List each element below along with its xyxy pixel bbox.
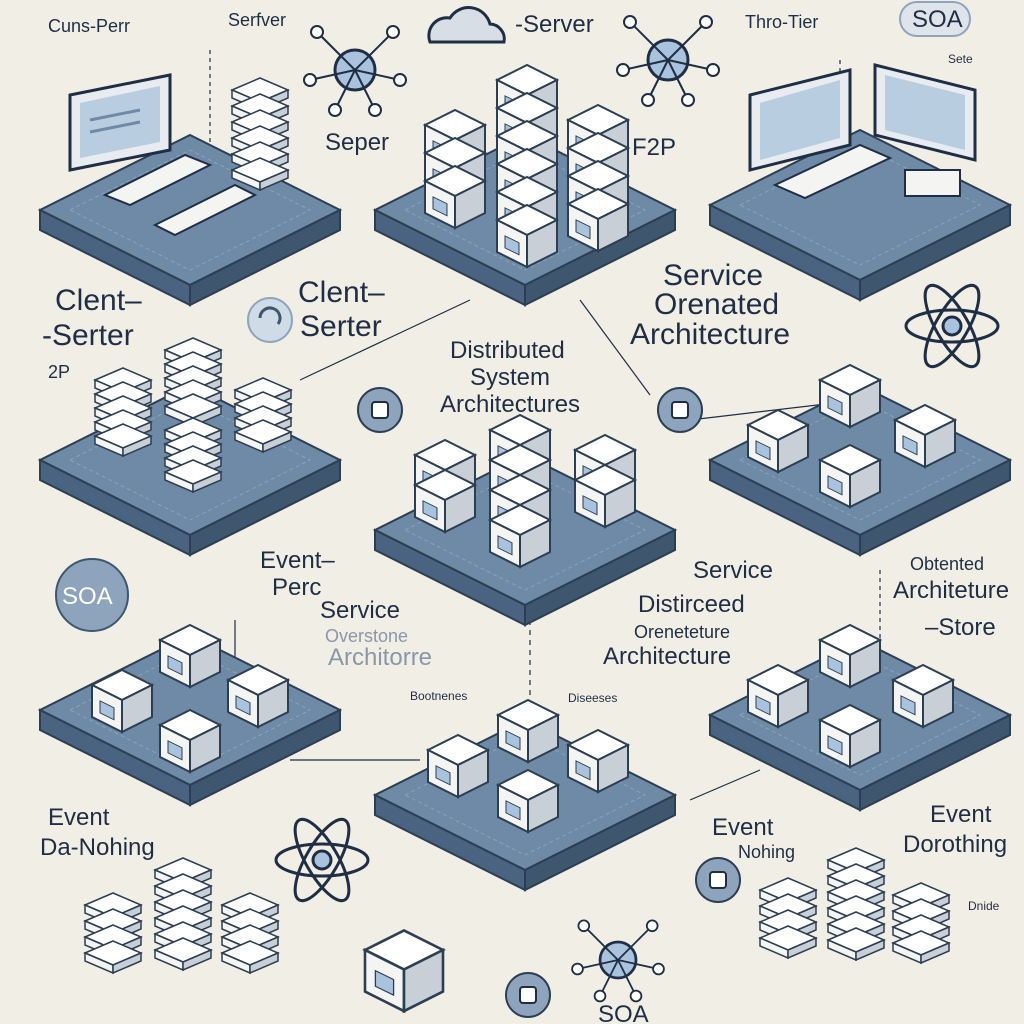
keyboard-icon [102, 153, 258, 237]
label-event-da-1: Event [48, 804, 110, 831]
label-2p: 2P [48, 362, 70, 382]
module-box-icon [363, 929, 445, 1013]
label-dnide: Dnide [968, 899, 1000, 913]
label-soa-bottom: SOA [598, 1001, 649, 1024]
label-service-oren-2: Orenated [654, 288, 779, 321]
network-hub-icon [615, 14, 721, 108]
atom-icon [274, 810, 370, 910]
label-service-arch-2: Overstone [325, 626, 408, 646]
label-event-nohing-2: Nohing [738, 842, 795, 862]
server-stack-icon [489, 414, 551, 568]
label-soa-left: SOA [62, 583, 113, 610]
label-service-oren-3: Architecture [630, 318, 790, 351]
server-stack-icon [84, 892, 142, 974]
label-serfver: Serfver [228, 10, 286, 30]
center-title-1: Distributed [450, 337, 565, 364]
label-soa-top: SOA [912, 6, 963, 33]
server-stack-icon [94, 367, 152, 457]
network-hub-icon [302, 24, 408, 118]
label-service-arch-3: Architorre [328, 644, 432, 671]
shield-badge-icon [695, 857, 741, 903]
soa-badge-icon [55, 1, 971, 632]
label-bootnenes: Bootnenes [410, 689, 467, 703]
shield-badge-icon [357, 387, 403, 433]
label-distirceed-2: Oreneteture [634, 622, 730, 642]
server-stack-icon [164, 337, 222, 427]
cloud-icon [427, 6, 506, 44]
module-box-icon [574, 434, 636, 528]
server-stack-icon [164, 417, 222, 493]
server-stack-icon [496, 64, 558, 268]
label-thro-tier: Thro-Tier [745, 12, 818, 32]
label-clent-mid-2: Serter [300, 310, 382, 343]
server-stack-icon [221, 892, 279, 974]
label-clent-left-2: -Serter [42, 319, 134, 352]
server-stack-icon [567, 104, 629, 252]
monitor-icon [68, 73, 172, 172]
monitor-icon [748, 63, 977, 172]
keyboard-icon [772, 143, 961, 200]
label-diseeses: Diseeses [568, 691, 617, 705]
label-event-nohing-1: Event [712, 814, 774, 841]
center-title-2: System [470, 364, 550, 391]
server-stack-icon [231, 77, 289, 191]
module-box-icon [414, 439, 476, 533]
logo-swirl-icon [247, 297, 293, 343]
server-stack-icon [827, 847, 885, 961]
atom-icon [904, 276, 1000, 376]
label-clent-left-1: Clent– [55, 284, 142, 317]
shield-badge-icon [505, 972, 551, 1018]
label-server-top: -Server [515, 11, 594, 38]
connector [689, 769, 761, 801]
server-stack-icon [234, 377, 292, 453]
label-obtented-1: Obtented [910, 554, 984, 574]
shield-badge-icon [657, 387, 703, 433]
label-service-arch-1: Service [320, 597, 400, 624]
label-cuns-perr: Cuns-Perr [48, 16, 130, 36]
label-service-oren-1: Service [663, 259, 763, 292]
label-obtented-2: Architeture [893, 577, 1009, 604]
label-event-da-2: Da-Nohing [40, 834, 155, 861]
network-hub-icon [570, 919, 666, 1003]
connector [579, 299, 651, 396]
label-clent-mid-1: Clent– [298, 276, 385, 309]
label-seper: Seper [325, 129, 389, 156]
label-event-perc-2: Perc [272, 574, 321, 601]
label-sete: Sete [948, 52, 973, 66]
label-service-right: Service [693, 557, 773, 584]
label-event-dorothing-1: Event [930, 801, 992, 828]
label-f2p: F2P [632, 134, 676, 161]
center-title-3: Architectures [440, 391, 580, 418]
label-event-perc-1: Event– [260, 547, 335, 574]
text-labels: Cuns-Perr Serfver -Server Thro-Tier SOA … [40, 6, 1009, 1024]
server-stack-icon [154, 857, 212, 971]
connector [299, 299, 471, 381]
label-event-dorothing-2: Dorothing [903, 831, 1007, 858]
label-distirceed-3: Architecture [603, 643, 731, 670]
server-stack-icon [892, 882, 950, 964]
label-obtented-3: –Store [925, 614, 996, 641]
server-stack-icon [759, 877, 817, 959]
server-stack-icon [424, 109, 486, 229]
label-distirceed-1: Distirceed [638, 591, 745, 618]
